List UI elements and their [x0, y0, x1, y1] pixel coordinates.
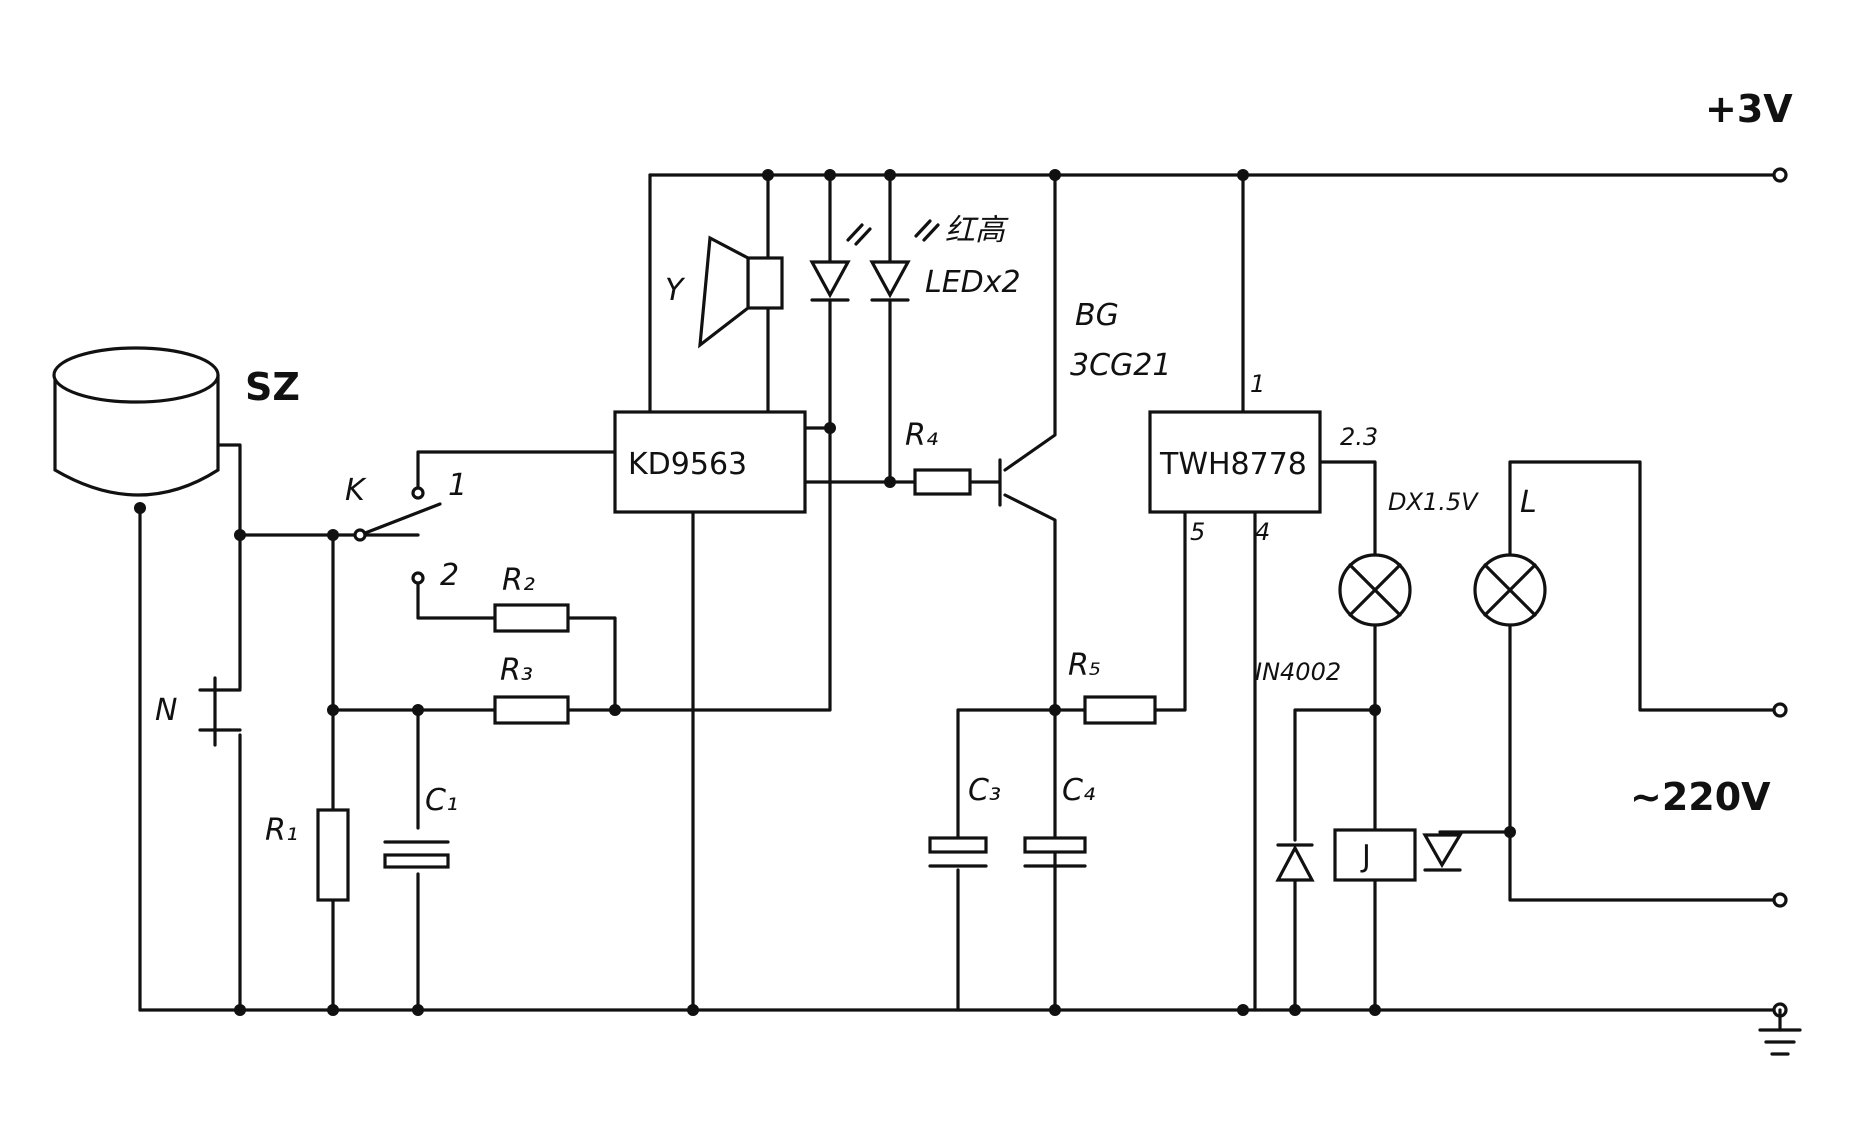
capacitor-c4: C₄: [1023, 773, 1095, 868]
button-label: N: [155, 693, 177, 728]
relay-j: J: [1333, 828, 1463, 882]
terminals: [1758, 167, 1802, 1056]
c1-label: C₁: [425, 783, 458, 818]
diode-in4002: IN4002: [1255, 658, 1341, 882]
r3-label: R₃: [500, 653, 533, 688]
transistor-label: BG: [1075, 298, 1119, 333]
speaker-label: Y: [665, 273, 686, 308]
speaker-y: Y: [665, 235, 784, 349]
capacitor-c3: C₃: [928, 773, 1001, 868]
led-pair: 红高 LEDx2: [809, 213, 1021, 302]
ic2-label: TWH8778: [1159, 447, 1307, 482]
indicator-lamp-dx: DX1.5V: [1338, 488, 1479, 627]
switch-label: K: [345, 473, 367, 508]
resistor-r1: R₁: [265, 808, 350, 902]
resistor-r2: R₂: [493, 563, 570, 633]
r4-label: R₄: [905, 418, 938, 453]
diode-label: IN4002: [1255, 658, 1341, 686]
transistor-type-label: 3CG21: [1070, 348, 1171, 383]
switch-pos2-label: 2: [440, 558, 459, 593]
ic-twh8778: TWH8778 1 2.3 5 4: [1148, 370, 1378, 546]
ic1-label: KD9563: [628, 447, 747, 482]
switch-k: K 1 2: [345, 468, 467, 593]
junctions: [134, 169, 1516, 1016]
led-count-label: LEDx2: [925, 265, 1021, 300]
supply-label: +3V: [1705, 87, 1793, 131]
switch-pos1-label: 1: [448, 468, 467, 503]
indicator-label: DX1.5V: [1388, 488, 1479, 516]
led-color-label: 红高: [945, 213, 1009, 248]
lamp-l: L: [1473, 485, 1547, 627]
ic2-pin1-label: 1: [1250, 370, 1265, 398]
push-button-n: N: [155, 676, 242, 747]
r1-label: R₁: [265, 813, 298, 848]
c4-label: C₄: [1062, 773, 1095, 808]
mains-label: ~220V: [1630, 775, 1771, 819]
ic-kd9563: KD9563: [613, 410, 807, 514]
lamp-label: L: [1520, 485, 1537, 520]
relay-label: J: [1360, 839, 1371, 874]
ic2-pin4-label: 4: [1255, 518, 1270, 546]
ic2-pin5-label: 5: [1190, 518, 1205, 546]
sensor-sz: SZ: [52, 346, 300, 497]
c3-label: C₃: [968, 773, 1001, 808]
resistor-r3: R₃: [493, 653, 570, 725]
resistor-r5: R₅: [1068, 648, 1157, 725]
capacitor-c1: C₁: [383, 783, 458, 869]
r5-label: R₅: [1068, 648, 1101, 683]
r2-label: R₂: [502, 563, 535, 598]
sensor-label: SZ: [245, 365, 300, 409]
transistor-bg: BG 3CG21: [1070, 298, 1171, 383]
resistor-r4: R₄: [905, 418, 972, 496]
ic2-pin23-label: 2.3: [1340, 423, 1378, 451]
